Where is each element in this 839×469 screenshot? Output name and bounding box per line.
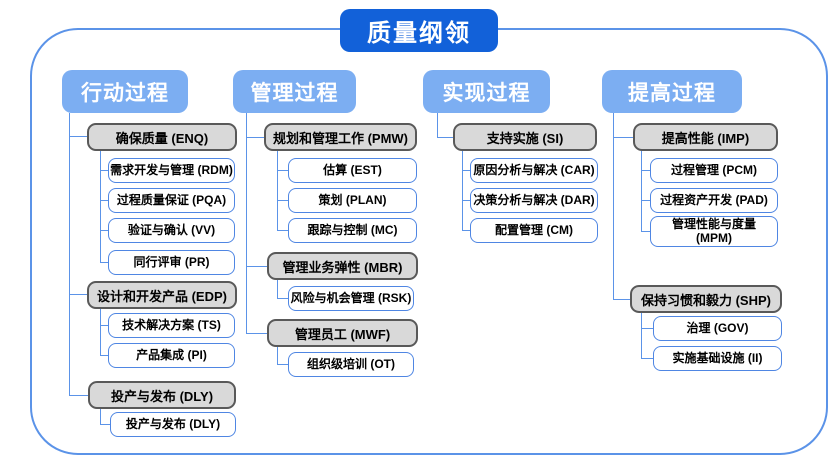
node-pmw: 规划和管理工作 (PMW)	[264, 123, 417, 151]
node-rdm: 需求开发与管理 (RDM)	[108, 158, 235, 183]
node-plan: 策划 (PLAN)	[288, 188, 417, 213]
connector-line	[641, 170, 650, 171]
node-gov: 治理 (GOV)	[653, 316, 782, 341]
node-pr: 同行评审 (PR)	[108, 250, 235, 275]
node-ts: 技术解决方案 (TS)	[108, 313, 235, 338]
connector-line	[437, 137, 453, 138]
connector-line	[100, 262, 108, 263]
node-pi: 产品集成 (PI)	[108, 343, 235, 368]
node-mbr: 管理业务弹性 (MBR)	[267, 252, 418, 280]
connector-line	[69, 113, 70, 395]
node-ii: 实施基础设施 (II)	[653, 346, 782, 371]
connector-line	[100, 170, 108, 171]
connector-line	[613, 137, 633, 138]
node-edp: 设计和开发产品 (EDP)	[87, 281, 237, 309]
node-est: 估算 (EST)	[288, 158, 417, 183]
connector-line	[100, 424, 110, 425]
connector-line	[613, 113, 614, 299]
connector-line	[277, 298, 288, 299]
node-dly: 投产与发布 (DLY)	[88, 381, 236, 409]
connector-line	[277, 150, 278, 230]
connector-line	[246, 266, 267, 267]
column-header-management-process: 管理过程	[233, 70, 356, 113]
column-header-realization-process: 实现过程	[423, 70, 550, 113]
connector-line	[641, 312, 642, 358]
connector-line	[100, 355, 108, 356]
connector-line	[641, 328, 653, 329]
connector-line	[246, 333, 267, 334]
connector-line	[100, 308, 101, 355]
connector-line	[277, 279, 278, 298]
node-ot: 组织级培训 (OT)	[288, 352, 414, 377]
node-imp: 提高性能 (IMP)	[633, 123, 778, 151]
node-vv: 验证与确认 (VV)	[108, 218, 235, 243]
diagram-title: 质量纲领	[340, 9, 498, 52]
connector-line	[69, 136, 87, 137]
node-pqa: 过程质量保证 (PQA)	[108, 188, 235, 213]
connector-line	[69, 294, 87, 295]
node-enq: 确保质量 (ENQ)	[87, 123, 237, 151]
connector-line	[641, 150, 642, 231]
connector-line	[462, 230, 470, 231]
connector-line	[641, 358, 653, 359]
node-pad: 过程资产开发 (PAD)	[650, 188, 778, 213]
connector-line	[437, 113, 438, 137]
node-mc: 跟踪与控制 (MC)	[288, 218, 417, 243]
node-si: 支持实施 (SI)	[453, 123, 597, 151]
node-rsk: 风险与机会管理 (RSK)	[288, 286, 414, 311]
node-mwf: 管理员工 (MWF)	[267, 319, 418, 347]
node-dar: 决策分析与解决 (DAR)	[470, 188, 598, 213]
connector-line	[277, 346, 278, 364]
connector-line	[100, 325, 108, 326]
connector-line	[246, 113, 247, 333]
connector-line	[462, 200, 470, 201]
connector-line	[69, 395, 88, 396]
node-pcm: 过程管理 (PCM)	[650, 158, 778, 183]
connector-line	[100, 409, 101, 424]
connector-line	[641, 231, 650, 232]
connector-line	[462, 170, 470, 171]
connector-line	[246, 137, 264, 138]
node-car: 原因分析与解决 (CAR)	[470, 158, 598, 183]
connector-line	[277, 200, 288, 201]
connector-line	[100, 230, 108, 231]
node-mpm: 管理性能与度量 (MPM)	[650, 216, 778, 247]
column-header-action-process: 行动过程	[62, 70, 188, 113]
node-shp: 保持习惯和毅力 (SHP)	[630, 285, 782, 313]
connector-line	[613, 299, 630, 300]
connector-line	[100, 200, 108, 201]
connector-line	[641, 200, 650, 201]
connector-line	[277, 230, 288, 231]
connector-line	[277, 170, 288, 171]
connector-line	[277, 364, 288, 365]
node-dly-leaf: 投产与发布 (DLY)	[110, 412, 236, 437]
node-cm: 配置管理 (CM)	[470, 218, 598, 243]
connector-line	[462, 150, 463, 230]
connector-line	[100, 150, 101, 262]
column-header-improvement-process: 提高过程	[602, 70, 742, 113]
